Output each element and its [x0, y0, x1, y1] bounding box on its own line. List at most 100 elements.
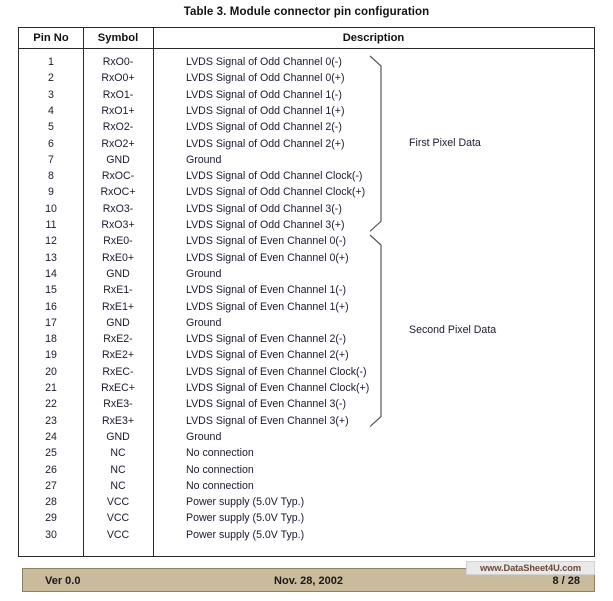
cell-pin-no: 7: [48, 153, 54, 166]
cell-pin-no: 26: [45, 463, 57, 476]
cell-symbol: RxOC-: [101, 170, 135, 183]
cell-pin-no: 24: [45, 430, 57, 443]
cell-description: LVDS Signal of Even Channel 3(-): [186, 398, 346, 411]
cell-symbol: VCC: [106, 496, 130, 509]
table-row: 24 GND Ground: [19, 429, 594, 445]
cell-symbol: VCC: [106, 512, 130, 525]
cell-pin-no: 9: [48, 186, 54, 199]
column-divider-symbol: [83, 28, 85, 556]
cell-pin-no: 4: [48, 104, 54, 117]
cell-symbol: RxO3+: [101, 219, 135, 231]
table-row: 11 RxO3+ LVDS Signal of Odd Channel 3(+): [19, 217, 594, 233]
cell-description: LVDS Signal of Odd Channel 1(-): [186, 88, 342, 101]
cell-pin-no: 11: [45, 219, 57, 231]
cell-pin-no: 18: [45, 333, 57, 346]
cell-pin-no: 19: [45, 349, 57, 362]
cell-pin-no: 2: [48, 72, 54, 85]
cell-description: No connection: [186, 447, 254, 460]
cell-pin-no: 1: [48, 56, 54, 68]
footer-version: Ver 0.0: [45, 575, 81, 587]
cell-symbol: RxE3-: [103, 398, 133, 411]
cell-pin-no: 15: [45, 284, 57, 297]
table-row: 2 RxO0+ LVDS Signal of Odd Channel 0(+): [19, 70, 594, 86]
cell-description: No connection: [186, 479, 254, 492]
table-title: Table 3. Module connector pin configurat…: [183, 6, 430, 18]
cell-description: Ground: [186, 267, 222, 280]
page-footer: Ver 0.0 Nov. 28, 2002 8 / 28: [22, 568, 595, 592]
cell-description: Ground: [186, 153, 222, 166]
table-row: 22 RxE3- LVDS Signal of Even Channel 3(-): [19, 396, 594, 412]
cell-symbol: NC: [110, 447, 126, 460]
cell-pin-no: 27: [45, 479, 57, 492]
table-row: 19 RxE2+ LVDS Signal of Even Channel 2(+): [19, 347, 594, 363]
cell-description: LVDS Signal of Odd Channel 2(-): [186, 121, 342, 134]
cell-pin-no: 17: [45, 316, 57, 329]
cell-description: LVDS Signal of Odd Channel 0(+): [186, 72, 345, 85]
cell-description: Power supply (5.0V Typ.): [186, 496, 305, 509]
cell-pin-no: 8: [48, 170, 54, 183]
cell-pin-no: 20: [45, 365, 57, 378]
cell-symbol: RxE2+: [101, 349, 135, 362]
cell-symbol: GND: [106, 430, 130, 443]
cell-description: LVDS Signal of Even Channel 3(+): [186, 414, 349, 427]
footer-page-number: 8 / 28: [552, 575, 580, 587]
cell-symbol: RxO2-: [102, 121, 134, 134]
column-divider-description: [153, 28, 155, 556]
cell-description: LVDS Signal of Odd Channel 1(+): [186, 104, 345, 117]
cell-pin-no: 22: [45, 398, 57, 411]
table-row: 14 GND Ground: [19, 266, 594, 282]
cell-symbol: GND: [106, 153, 130, 166]
cell-description: LVDS Signal of Odd Channel 3(+): [186, 219, 345, 231]
cell-symbol: NC: [110, 463, 126, 476]
cell-symbol: RxEC+: [101, 382, 135, 394]
cell-description: LVDS Signal of Odd Channel Clock(+): [186, 186, 366, 199]
cell-symbol: RxO0+: [101, 72, 135, 85]
column-header-description: Description: [342, 32, 405, 44]
cell-pin-no: 29: [45, 512, 57, 525]
cell-description: LVDS Signal of Even Channel 0(-): [186, 235, 346, 248]
table-row: 3 RxO1- LVDS Signal of Odd Channel 1(-): [19, 87, 594, 103]
cell-symbol: RxE2-: [103, 333, 133, 346]
cell-symbol: RxO1-: [102, 88, 134, 101]
cell-pin-no: 6: [48, 137, 54, 150]
cell-description: Power supply (5.0V Typ.): [186, 528, 305, 541]
cell-symbol: GND: [106, 267, 130, 280]
cell-description: LVDS Signal of Even Channel 1(+): [186, 300, 349, 313]
cell-symbol: RxO0-: [102, 56, 134, 68]
cell-symbol: NC: [110, 479, 126, 492]
cell-symbol: RxO3-: [102, 202, 134, 215]
cell-description: LVDS Signal of Odd Channel 3(-): [186, 202, 342, 215]
table-row: 29 VCC Power supply (5.0V Typ.): [19, 510, 594, 526]
cell-description: Power supply (5.0V Typ.): [186, 512, 305, 525]
table-header-row: Pin No Symbol Description: [19, 28, 594, 49]
column-header-symbol: Symbol: [97, 32, 139, 44]
cell-description: LVDS Signal of Odd Channel 2(+): [186, 137, 345, 150]
cell-pin-no: 16: [45, 300, 57, 313]
table-row: 7 GND Ground: [19, 152, 594, 168]
cell-pin-no: 3: [48, 88, 54, 101]
cell-pin-no: 25: [45, 447, 57, 460]
cell-symbol: RxE3+: [101, 414, 135, 427]
cell-description: Ground: [186, 430, 222, 443]
cell-pin-no: 14: [45, 267, 57, 280]
cell-symbol: RxE1+: [101, 300, 135, 313]
cell-description: LVDS Signal of Even Channel 2(+): [186, 349, 349, 362]
table-row: 28 VCC Power supply (5.0V Typ.): [19, 494, 594, 510]
cell-pin-no: 28: [45, 496, 57, 509]
cell-description: Ground: [186, 316, 222, 329]
